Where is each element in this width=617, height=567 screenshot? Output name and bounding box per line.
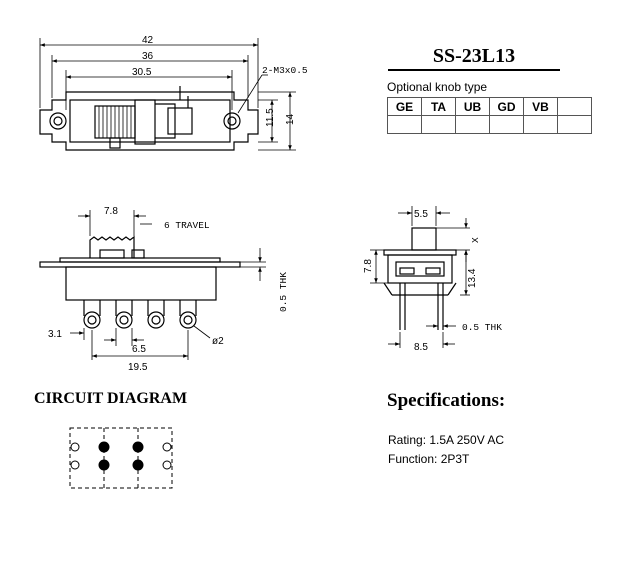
knob-ribs bbox=[98, 106, 132, 138]
side-view-dimensions bbox=[70, 210, 266, 360]
screw-note: 2-M3x0.5 bbox=[262, 65, 308, 76]
model-title: SS-23L13 bbox=[432, 45, 516, 67]
side-thickness-note: 0.5 THK bbox=[278, 272, 289, 312]
spec-rating: Rating: 1.5A 250V AC bbox=[388, 433, 505, 447]
end-view-drawing bbox=[383, 227, 457, 330]
spec-heading: Specifications: bbox=[387, 390, 506, 411]
hole-diameter: ø2 bbox=[212, 336, 224, 347]
spec-function: Function: 2P3T bbox=[388, 452, 470, 466]
end-view-dimensions bbox=[370, 206, 470, 348]
circuit-heading: CIRCUIT DIAGRAM bbox=[34, 390, 188, 407]
dim-end-width: 8.5 bbox=[414, 342, 428, 353]
knob-image-cell bbox=[557, 115, 592, 134]
circuit-diagram bbox=[69, 427, 173, 489]
knob-image-cell bbox=[455, 115, 490, 134]
dim-depth: 13.4 bbox=[467, 268, 478, 288]
dim-body-height: 7.8 bbox=[363, 259, 374, 273]
dim-actuator-width: 7.8 bbox=[104, 206, 118, 217]
dim-outer-height: 14 bbox=[285, 113, 296, 125]
knob-type-cell bbox=[557, 97, 592, 116]
top-view-drawing bbox=[39, 86, 259, 151]
knob-image-cell bbox=[421, 115, 456, 134]
dim-knob-width: 5.5 bbox=[414, 209, 428, 220]
knob-type-cell: GD bbox=[489, 97, 524, 116]
dim-pin-pitch: 6.5 bbox=[132, 344, 146, 355]
knob-type-table: GE TA UB GD VB bbox=[387, 97, 592, 134]
dim-mount-width: 36 bbox=[142, 51, 154, 62]
knob-type-cell: TA bbox=[421, 97, 456, 116]
end-thickness-note: 0.5 THK bbox=[462, 322, 502, 333]
travel-note: 6 TRAVEL bbox=[164, 220, 210, 231]
knob-type-row: GE TA UB GD VB bbox=[387, 97, 592, 116]
dim-pin-offset: 3.1 bbox=[48, 329, 62, 340]
title-underline bbox=[388, 69, 560, 71]
knob-type-cell: GE bbox=[387, 97, 422, 116]
dim-hole-spacing: 30.5 bbox=[132, 67, 152, 78]
dim-x: X bbox=[470, 237, 481, 243]
knob-image-cell bbox=[523, 115, 558, 134]
knob-caption: Optional knob type bbox=[387, 80, 488, 94]
knob-image-cell bbox=[387, 115, 422, 134]
knob-type-cell: VB bbox=[523, 97, 558, 116]
top-view-dimensions bbox=[39, 38, 296, 151]
dim-inner-height: 11.5 bbox=[265, 108, 276, 127]
side-view-drawing bbox=[39, 235, 241, 329]
knob-type-cell: UB bbox=[455, 97, 490, 116]
dim-overall-width: 42 bbox=[142, 35, 154, 46]
dim-pin-span: 19.5 bbox=[128, 362, 148, 373]
knob-image-row bbox=[387, 115, 592, 134]
knob-image-cell bbox=[489, 115, 524, 134]
